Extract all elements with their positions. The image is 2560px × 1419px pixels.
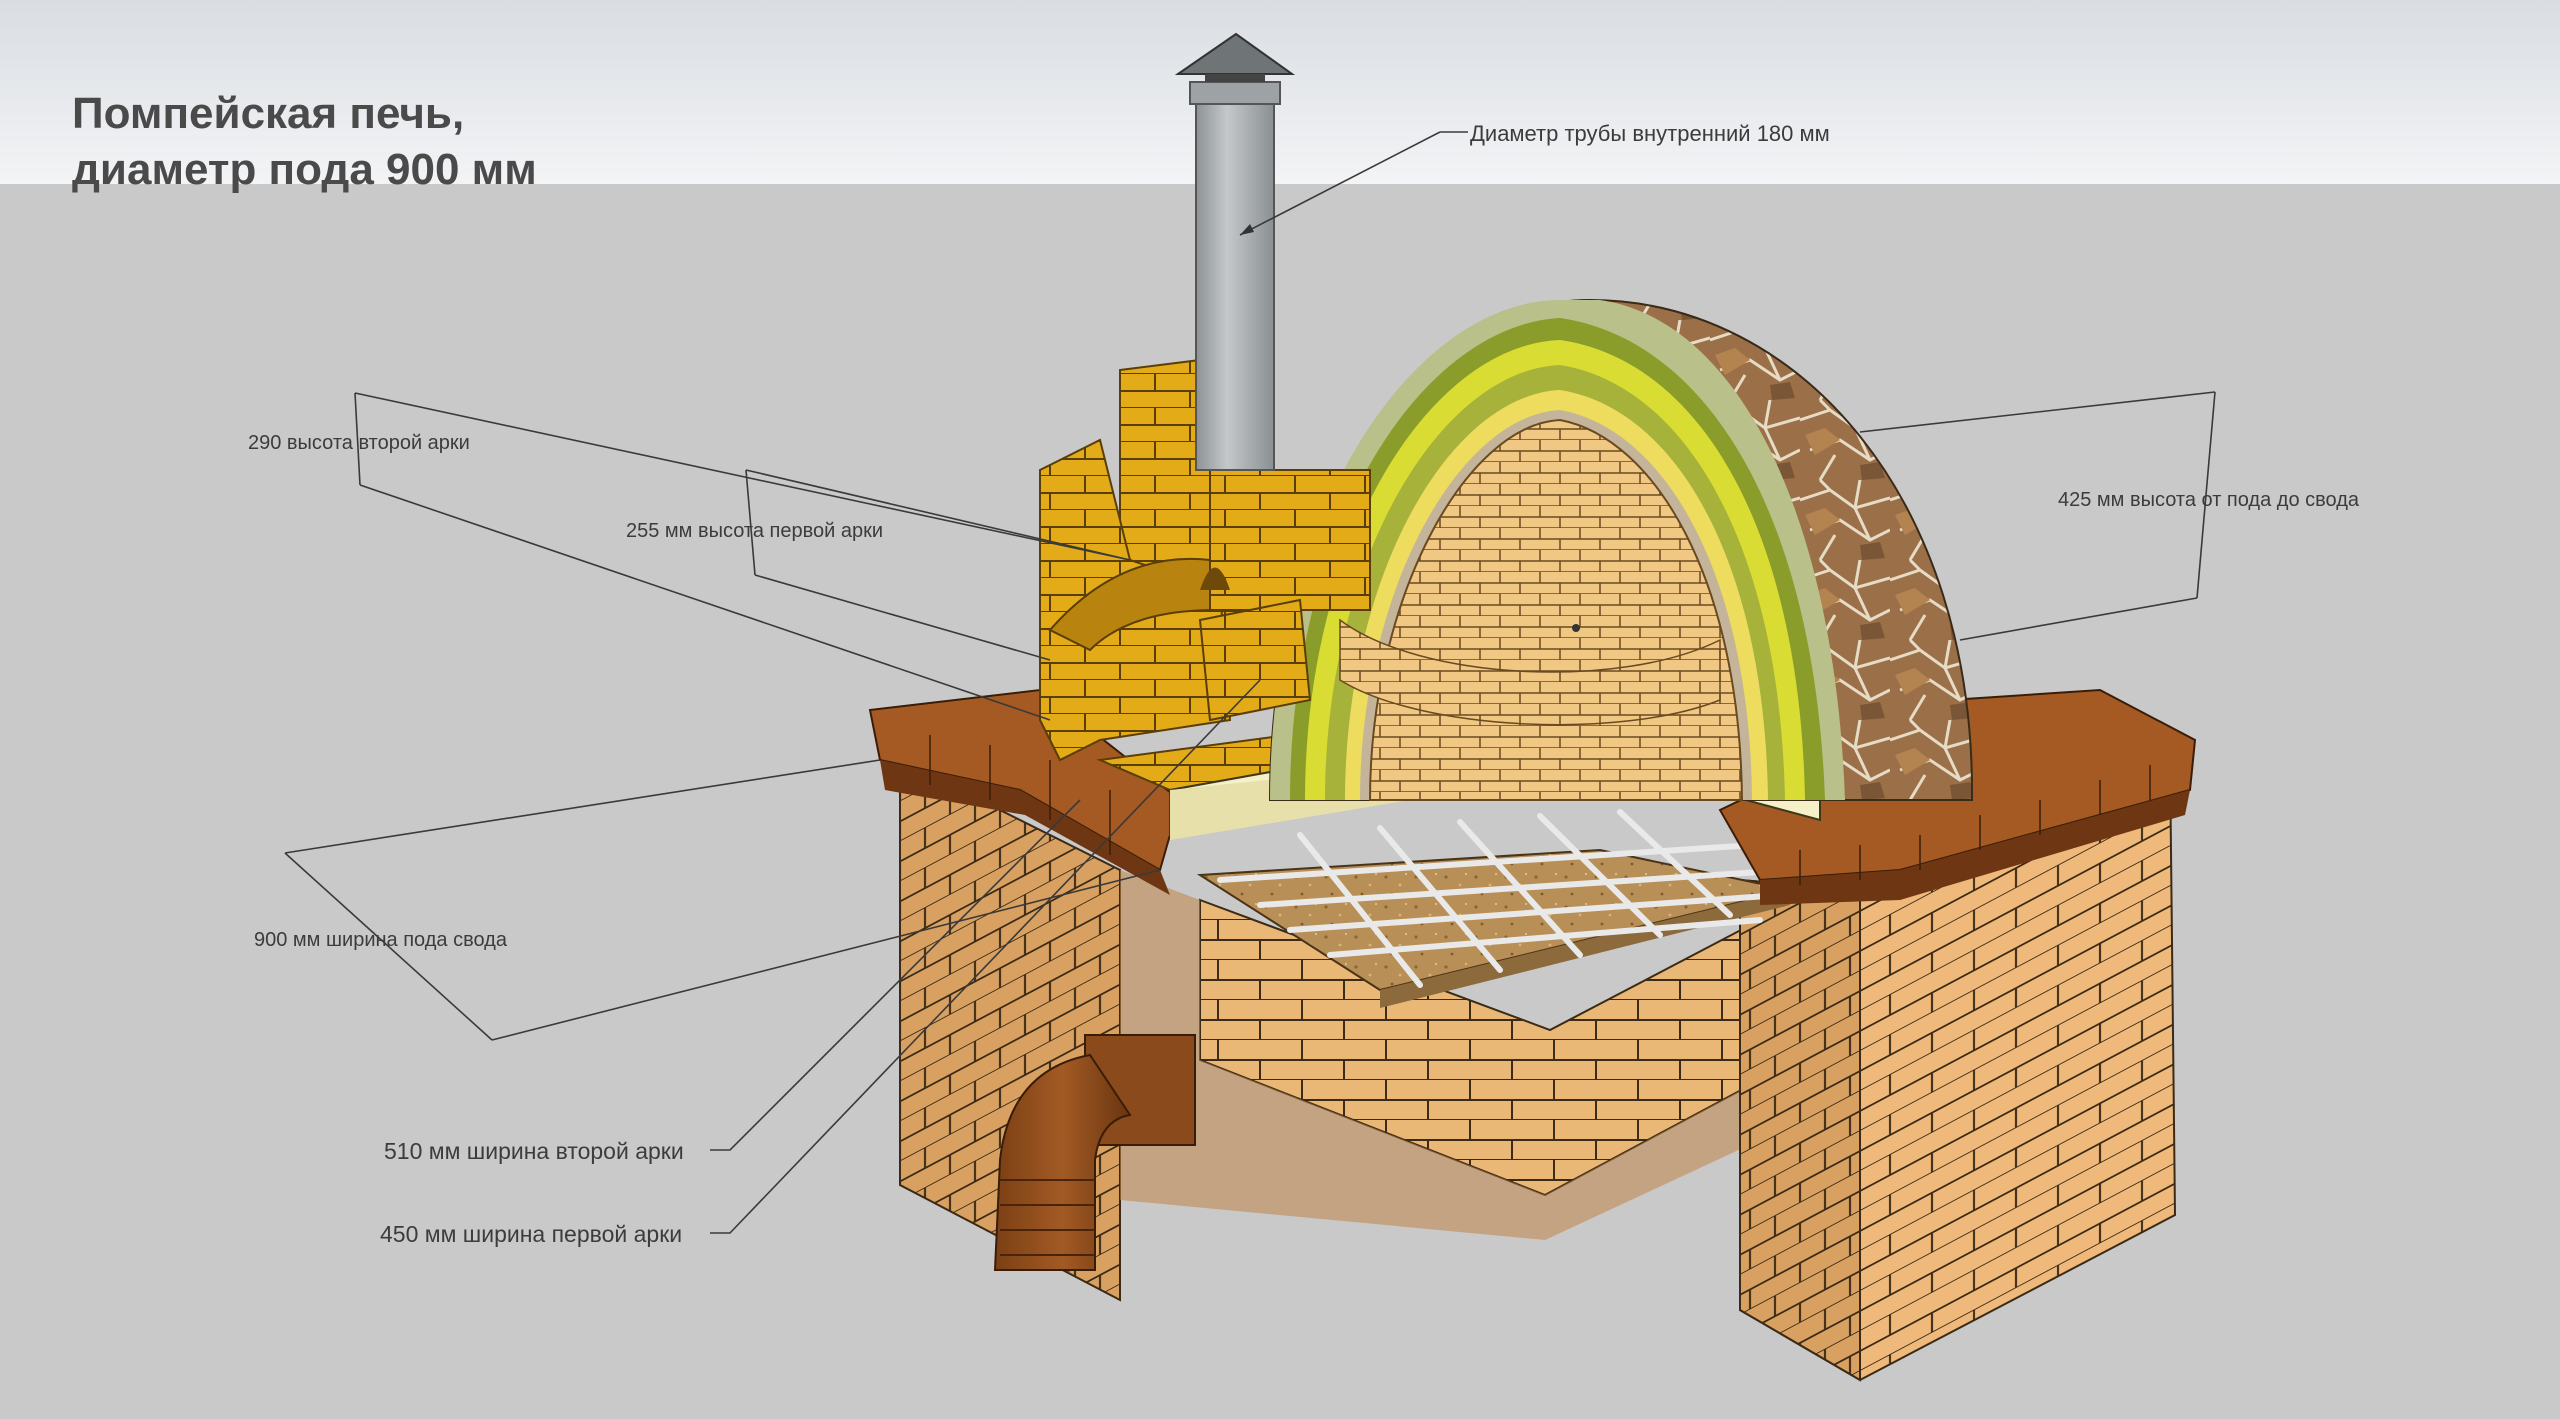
title-line-2: диаметр пода 900 мм <box>72 145 537 194</box>
chimney <box>1174 32 1296 471</box>
hearth-slab <box>1196 809 1803 1008</box>
title-line-1: Помпейская печь, <box>72 89 465 138</box>
ash-duct <box>993 1034 1196 1271</box>
base-right-pillar-side <box>1739 878 1861 1382</box>
dome-interior <box>1410 460 1712 700</box>
smoke-collector <box>1209 469 1371 611</box>
label-first-arch-height: 255 мм высота первой арки <box>626 520 883 542</box>
base-opening-shadow <box>1120 870 1760 1240</box>
label-second-arch-width: 510 мм ширина второй арки <box>384 1138 684 1164</box>
front-arches <box>1039 358 1371 762</box>
chimney-pipe <box>1195 87 1275 471</box>
base-stand <box>899 758 2177 1382</box>
label-first-arch-width: 450 мм ширина первой арки <box>380 1221 682 1247</box>
diagram-title: Помпейская печь, диаметр пода 900 мм <box>72 86 537 198</box>
label-hearth-width: 900 мм ширина пода свода <box>254 929 508 951</box>
dome <box>1268 298 1974 801</box>
label-dome-height: 425 мм высота от пода до свода <box>2058 489 2360 511</box>
label-chimney-diameter: Диаметр трубы внутренний 180 мм <box>1470 121 1830 146</box>
label-second-arch-height: 290 высота второй арки <box>248 432 470 454</box>
dimension-lines <box>284 131 2216 1234</box>
chimney-cap <box>1174 32 1296 75</box>
